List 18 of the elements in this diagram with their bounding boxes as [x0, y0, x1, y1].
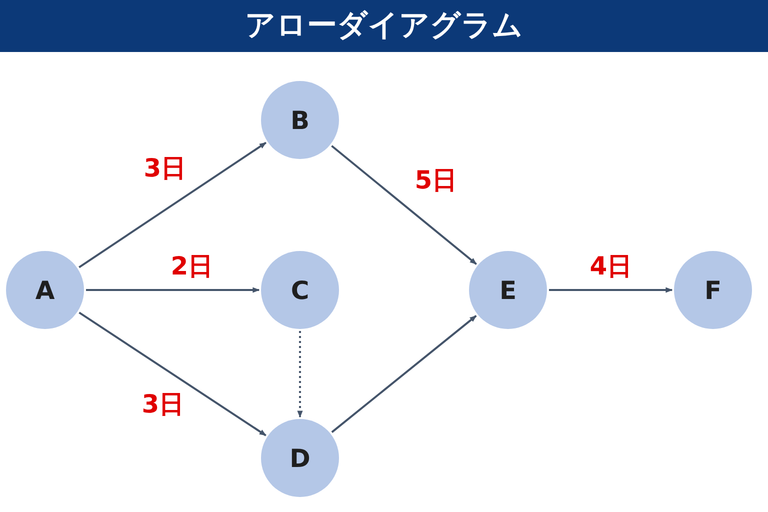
arrow — [86, 287, 260, 293]
edge-label: 4日 — [590, 250, 632, 282]
event-circle: C — [261, 251, 339, 329]
event-circle: B — [261, 81, 339, 159]
edge-label: 3日 — [144, 152, 186, 184]
edge-label: 3日 — [142, 388, 184, 420]
event-circle: D — [261, 419, 339, 497]
arrow — [78, 312, 266, 436]
event-circle: F — [674, 251, 752, 329]
arrow — [297, 331, 303, 418]
event-circle: A — [6, 251, 84, 329]
edge-label: 2日 — [170, 250, 214, 282]
title-banner: アローダイアグラム — [0, 0, 768, 52]
arrow — [549, 287, 673, 293]
edge-label: 5日 — [414, 164, 458, 196]
arrow — [331, 315, 477, 433]
event-circle: E — [469, 251, 547, 329]
arrow — [78, 142, 266, 268]
